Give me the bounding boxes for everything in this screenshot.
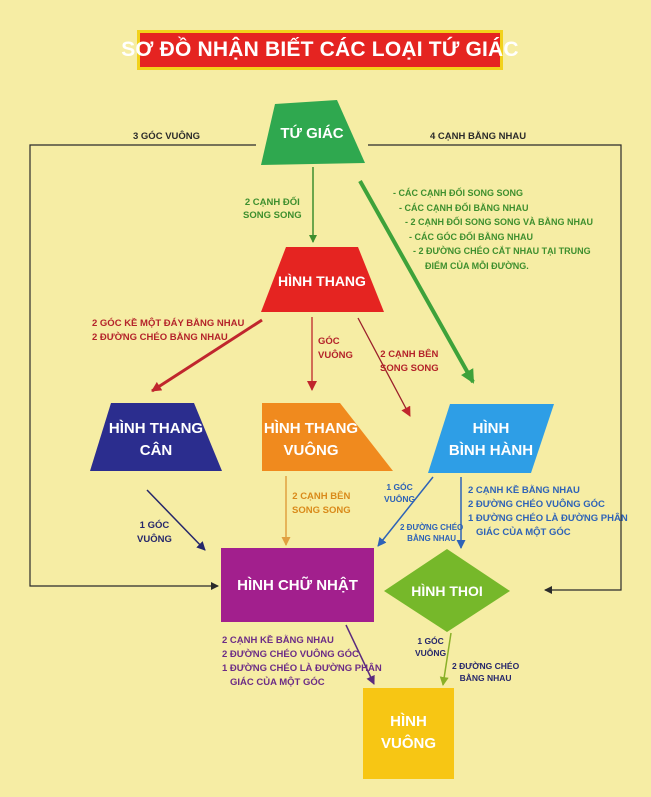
hinh-vuong-shape (363, 688, 454, 779)
connector-tu-giac-binh-hanh (358, 180, 475, 384)
label-tu-giac-left: 3 GÓC VUÔNG (133, 131, 201, 142)
diagram-title: SƠ ĐỒ NHẬN BIẾT CÁC LOẠI TỨ GIÁC (121, 38, 519, 61)
hinh-thoi-shape (384, 549, 510, 632)
tu-giac-shape (261, 100, 365, 165)
connector-chu-nhat-vuong (345, 624, 375, 685)
label-tu-giac-binh-hanh: - CÁC CẠNH ĐỐI SONG SONG - CÁC CẠNH ĐỐI … (393, 188, 594, 271)
diagram-title-box: SƠ ĐỒ NHẬN BIẾT CÁC LOẠI TỨ GIÁC (121, 30, 519, 70)
connector-tu-giac-thoi (368, 144, 622, 594)
hinh-chu-nhat-label: HÌNH CHỮ NHẬT (237, 577, 358, 594)
connector-tu-giac-chu-nhat (29, 144, 256, 590)
hinh-binh-hanh-shape (428, 404, 554, 473)
tu-giac-label: TỨ GIÁC (280, 125, 344, 142)
connector-thoi-vuong (439, 632, 452, 686)
label-tu-giac-right: 4 CẠNH BẰNG NHAU (430, 131, 527, 142)
connector-thang-thang-can (151, 318, 263, 393)
hinh-chu-nhat-shape (221, 548, 374, 622)
hinh-thang-can-shape (90, 403, 222, 471)
connector-binh-hanh-chu-nhat (377, 476, 434, 547)
label-binh-hanh-thoi: 2 CẠNH KỀ BẰNG NHAU 2 ĐƯỜNG CHÉO VUÔNG G… (468, 485, 628, 538)
label-chu-nhat-vuong: 2 CẠNH KỀ BẰNG NHAU 2 ĐƯỜNG CHÉO VUÔNG G… (222, 635, 382, 688)
connector-thang-binh-hanh (357, 317, 411, 417)
hinh-thang-vuong-shape (262, 403, 393, 471)
hinh-thang-shape (261, 247, 384, 312)
connector-thang-can-chu-nhat (146, 489, 206, 551)
hinh-thoi-label: HÌNH THOI (411, 583, 483, 599)
hinh-thang-label: HÌNH THANG (278, 273, 366, 289)
